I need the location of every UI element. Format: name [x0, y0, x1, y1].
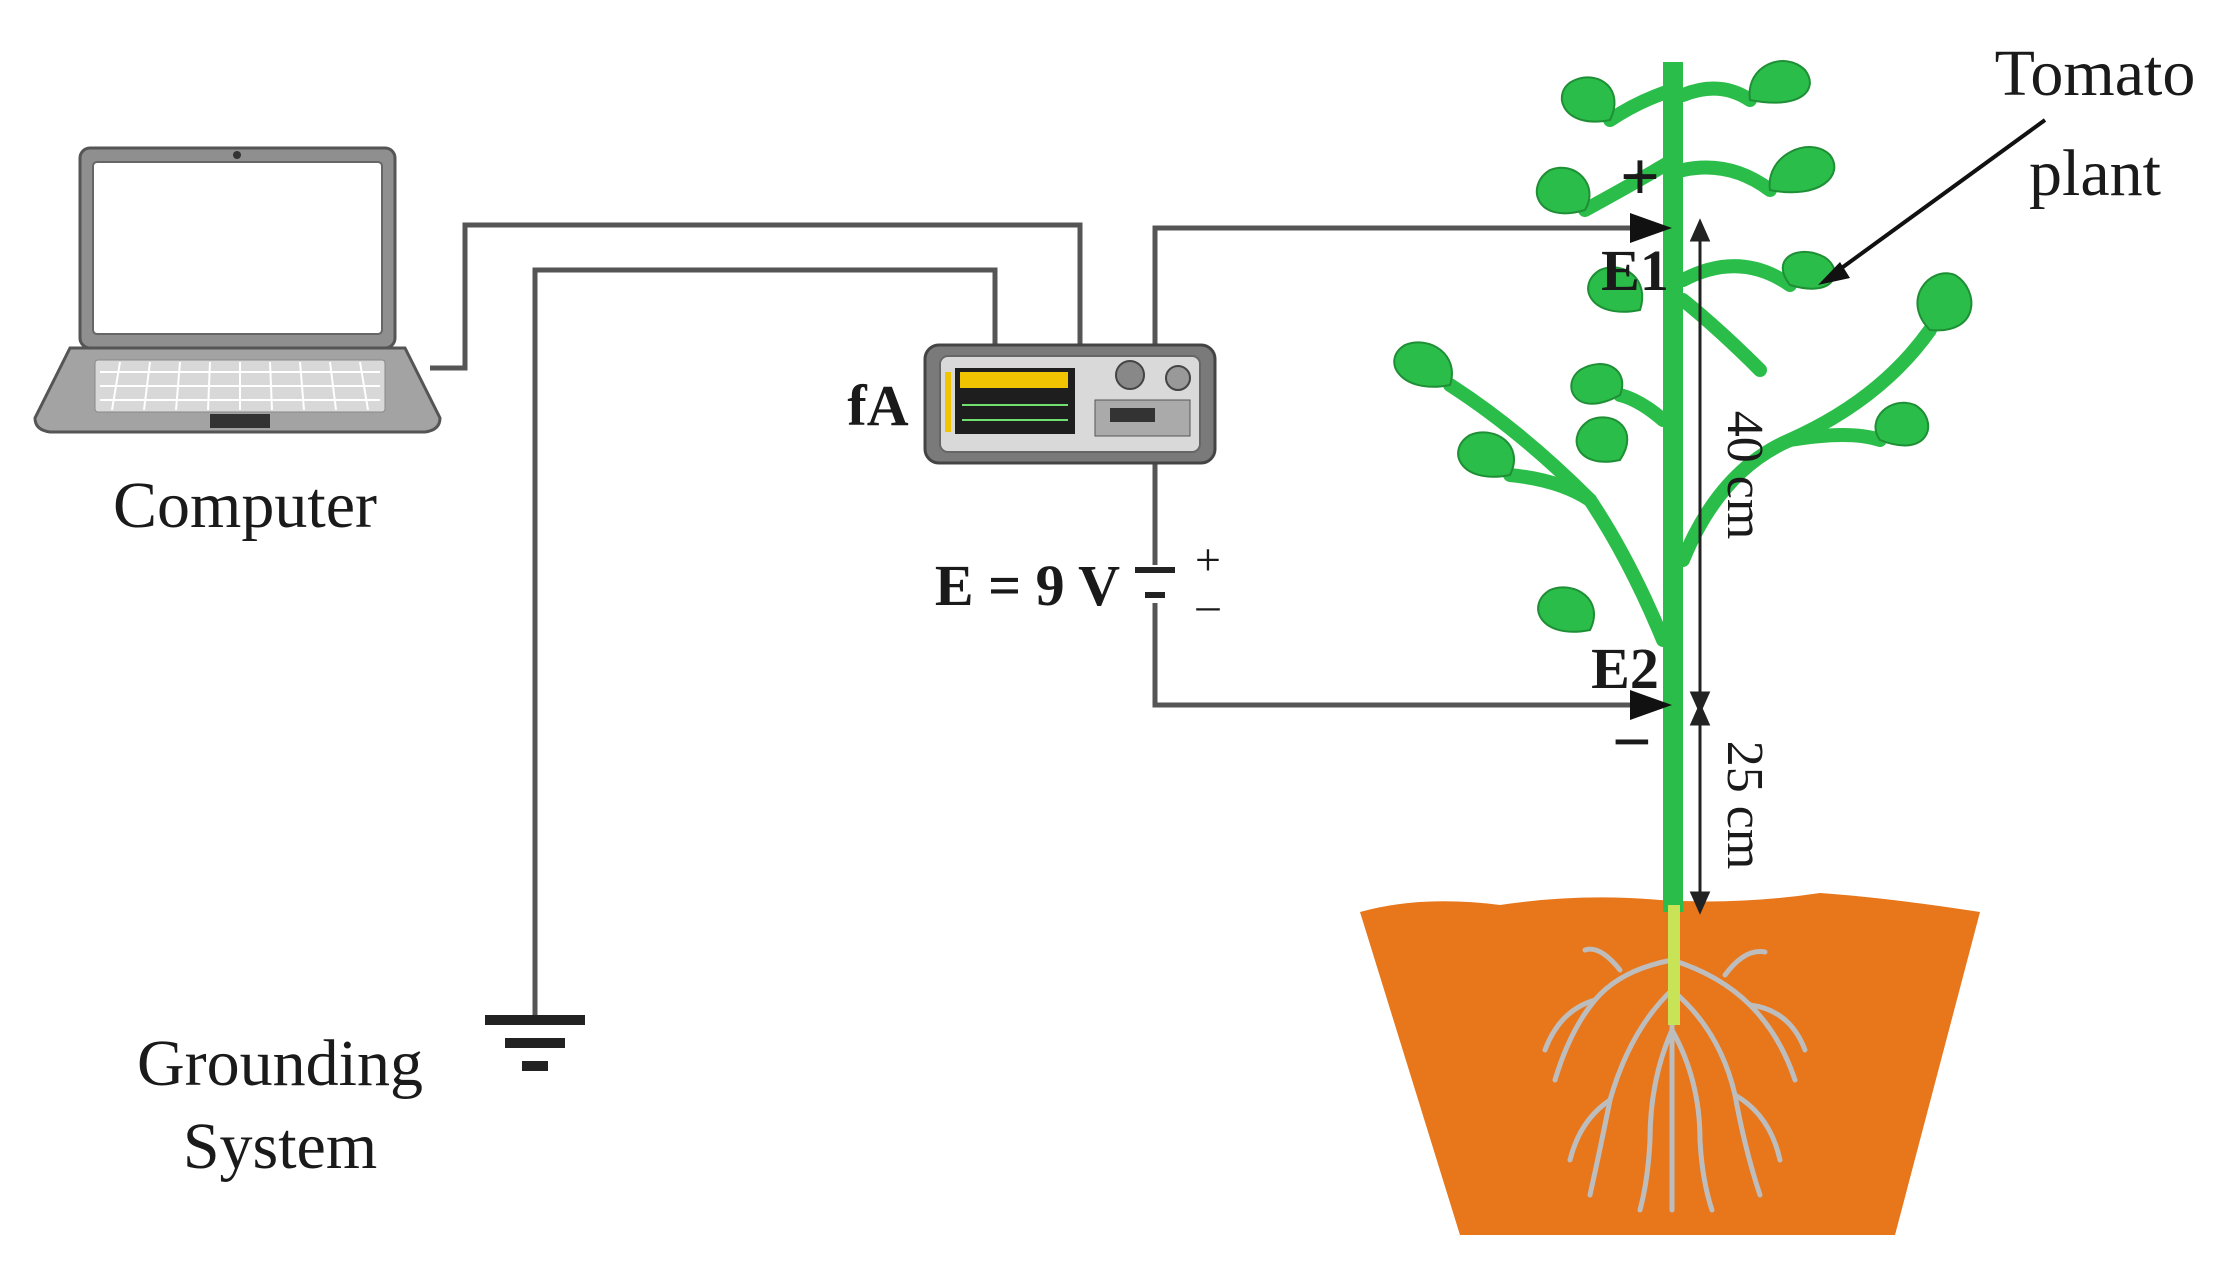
grounding-label-line2: System — [183, 1110, 377, 1183]
ground-icon — [485, 1015, 585, 1071]
plant-pointer-arrow — [1818, 118, 2047, 285]
meter-ground-wire — [532, 267, 998, 1015]
electrode-e2 — [1630, 690, 1672, 720]
computer-meter-wire — [430, 222, 1083, 371]
dimension-lines — [1689, 218, 1711, 915]
wiring — [430, 222, 1640, 1015]
electrometer-icon — [923, 343, 1217, 465]
voltage-label: E = 9 V — [935, 553, 1120, 618]
distance-lower-label: 25 cm — [1716, 741, 1773, 870]
grounding-label-line1: Grounding — [137, 1027, 423, 1100]
minus-sign-label: − — [1612, 704, 1652, 781]
distance-upper-label: 40 cm — [1716, 411, 1773, 540]
tomato-plant-icon — [1393, 60, 1973, 1025]
plant-label-line1: Tomato — [1995, 37, 2196, 110]
battery-plus-label: + — [1195, 534, 1221, 585]
plus-sign-label: + — [1620, 139, 1660, 216]
electrode-e1 — [1630, 213, 1672, 243]
meter-e1-wire — [1152, 225, 1640, 352]
plant-label-line2: plant — [2029, 137, 2161, 210]
meter-label: fA — [847, 373, 908, 438]
battery-minus-label: – — [1196, 579, 1221, 630]
battery-e2-wire — [1152, 603, 1640, 708]
electrode-e2-label: E2 — [1591, 636, 1659, 701]
electrode-e1-label: E1 — [1601, 238, 1669, 303]
computer-label: Computer — [113, 469, 377, 542]
laptop-icon — [33, 146, 442, 434]
battery-icon — [1135, 567, 1175, 598]
